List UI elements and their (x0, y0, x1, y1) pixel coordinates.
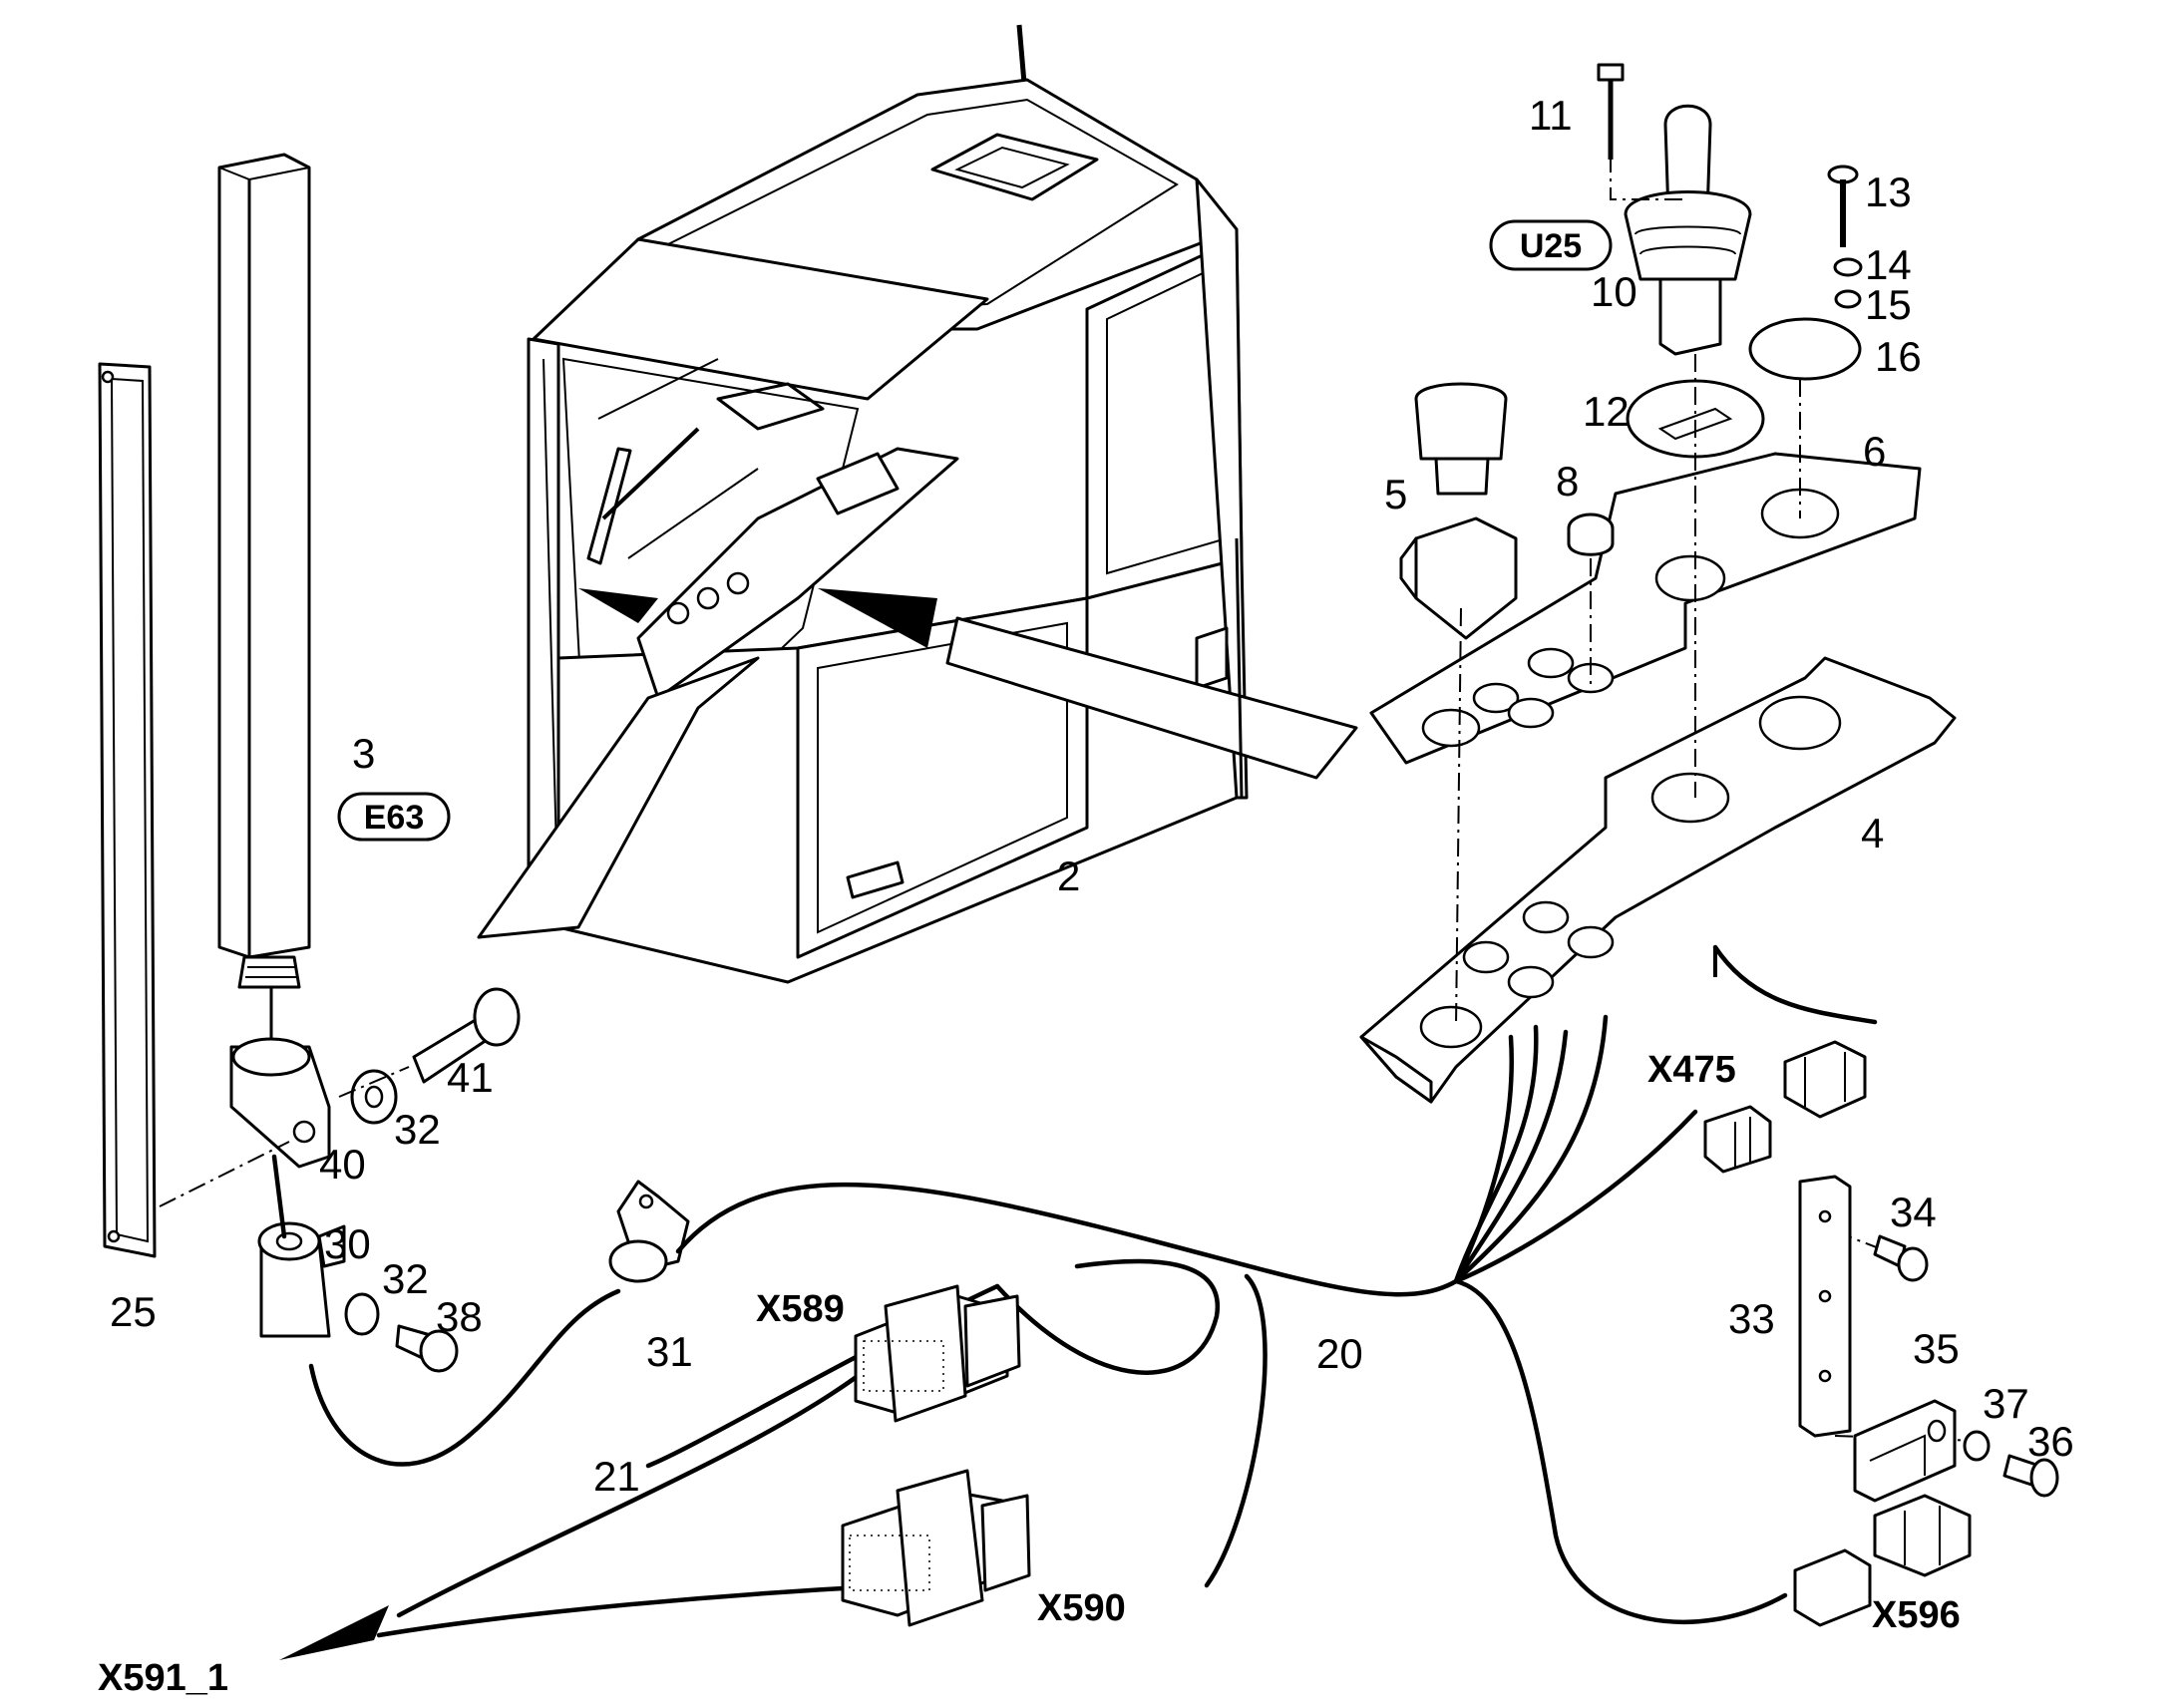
label-part-3: 3 (352, 730, 375, 777)
label-part-15: 15 (1865, 281, 1912, 328)
connector-x589 (854, 1284, 1021, 1423)
tag-u25: U25 (1489, 219, 1613, 271)
connector-x475-plug (1703, 1105, 1772, 1174)
tag-e63-text: E63 (364, 799, 425, 837)
switch-panel-plate (1369, 452, 1922, 765)
label-part-38: 38 (436, 1293, 483, 1340)
label-part-12: 12 (1583, 388, 1630, 435)
label-part-16: 16 (1875, 333, 1922, 380)
blanking-plug (1567, 512, 1615, 556)
label-connector-x475: X475 (1647, 1049, 1736, 1091)
tag-e63: E63 (337, 792, 451, 842)
connector-labels: X475 X589 X590 X591_1 X596 (98, 1049, 1961, 1699)
label-part-35: 35 (1913, 1325, 1960, 1372)
label-part-2: 2 (1057, 853, 1080, 899)
label-part-25: 25 (110, 1288, 157, 1335)
label-part-14: 14 (1865, 241, 1912, 288)
label-part-32-upper: 32 (394, 1106, 441, 1153)
cable-clip-31 (608, 1180, 690, 1283)
label-part-20: 20 (1316, 1330, 1363, 1377)
washer-lower (344, 1292, 380, 1336)
label-part-40: 40 (319, 1141, 366, 1188)
rocker-switch (1399, 382, 1518, 640)
clamp-bracket (229, 1037, 331, 1169)
connector-x590 (841, 1469, 1031, 1627)
washer-37 (1963, 1430, 1991, 1462)
label-part-6: 6 (1863, 428, 1886, 475)
label-connector-x596: X596 (1872, 1594, 1961, 1636)
screw-38 (395, 1324, 459, 1373)
washer-14 (1833, 257, 1863, 277)
tag-u25-text: U25 (1520, 227, 1582, 265)
mounting-bar (98, 362, 157, 1258)
bolt-41 (412, 987, 521, 1084)
washer-upper (350, 1069, 398, 1125)
screw-34 (1873, 1234, 1929, 1282)
label-part-30: 30 (324, 1220, 371, 1267)
label-part-8: 8 (1556, 458, 1579, 505)
work-light-bar (217, 153, 311, 1042)
joystick (1624, 104, 1752, 356)
operator-cab (477, 24, 1358, 984)
label-part-10: 10 (1591, 268, 1637, 315)
label-part-32-lower: 32 (382, 1255, 429, 1302)
grommet-30 (257, 1221, 346, 1338)
label-connector-x591-1: X591_1 (98, 1657, 228, 1699)
connector-x596-socket (1873, 1494, 1972, 1577)
label-part-41: 41 (447, 1054, 494, 1101)
connector-holder-35 (1853, 1399, 1957, 1503)
screw-13 (1827, 165, 1859, 247)
mounting-rail-33 (1798, 1175, 1852, 1438)
label-part-13: 13 (1865, 169, 1912, 215)
label-part-4: 4 (1861, 810, 1884, 856)
screw-36 (2002, 1454, 2059, 1498)
label-connector-x590: X590 (1037, 1587, 1126, 1629)
label-part-11: 11 (1529, 92, 1573, 139)
label-part-37: 37 (1983, 1380, 2029, 1427)
label-part-34: 34 (1890, 1189, 1937, 1235)
connector-x596-plug (1793, 1548, 1872, 1627)
label-connector-x589: X589 (756, 1288, 845, 1330)
cover-disc-16 (1748, 317, 1862, 381)
connector-x475-socket (1783, 1040, 1867, 1119)
label-part-21: 21 (593, 1453, 640, 1500)
part-number-labels: 2 3 4 5 6 8 10 11 12 13 14 15 16 20 21 2… (110, 92, 2074, 1500)
label-part-5: 5 (1384, 471, 1407, 517)
label-part-33: 33 (1728, 1295, 1775, 1342)
wiring-harness (271, 944, 1878, 1660)
bolt-11 (1597, 63, 1625, 160)
console-mounting-plate (1359, 656, 1957, 1104)
nut-15 (1834, 289, 1862, 309)
label-part-31: 31 (646, 1328, 693, 1375)
label-part-36: 36 (2027, 1418, 2074, 1465)
